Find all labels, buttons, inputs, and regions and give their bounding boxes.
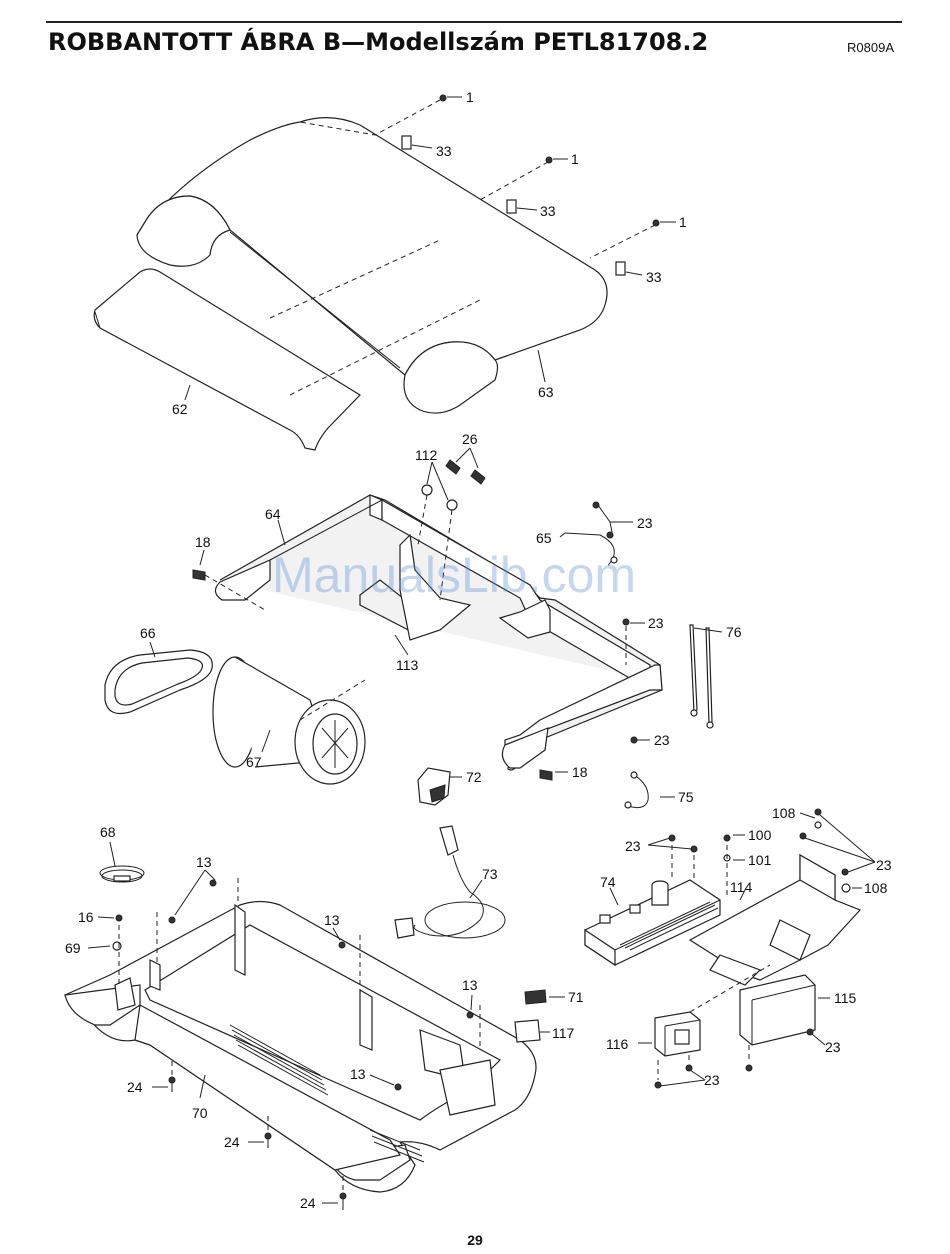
callout-18b: 18 xyxy=(572,764,588,780)
callout-116: 116 xyxy=(606,1036,629,1052)
callout-67: 67 xyxy=(246,754,262,770)
part-70-base xyxy=(65,902,536,1193)
callout-1a: 1 xyxy=(466,89,474,105)
callout-1c: 1 xyxy=(679,214,687,230)
callout-23a: 23 xyxy=(637,515,653,531)
callout-113: 113 xyxy=(396,657,419,673)
callout-100: 100 xyxy=(748,827,772,843)
callout-73: 73 xyxy=(482,866,498,882)
callout-71: 71 xyxy=(568,989,584,1005)
callout-13d: 13 xyxy=(350,1066,366,1082)
callout-13a: 13 xyxy=(196,854,212,870)
part-67-motor xyxy=(213,657,365,784)
callout-74: 74 xyxy=(600,874,616,890)
callout-108b: 108 xyxy=(864,880,888,896)
part-76-cable-ties xyxy=(690,625,713,728)
callout-23b: 23 xyxy=(648,615,664,631)
callout-24a: 24 xyxy=(127,1079,143,1095)
part-72-switch xyxy=(418,768,450,805)
callout-16: 16 xyxy=(78,909,94,925)
callout-62: 62 xyxy=(172,401,188,417)
callout-23g: 23 xyxy=(704,1072,720,1088)
callout-108a: 108 xyxy=(772,805,796,821)
callout-114: 114 xyxy=(730,879,753,895)
part-114-plate xyxy=(690,855,860,985)
part-73-power-cord xyxy=(395,826,505,938)
callout-69: 69 xyxy=(65,940,81,956)
callout-70: 70 xyxy=(192,1105,208,1121)
callout-1b: 1 xyxy=(571,151,579,167)
part-68-wire xyxy=(100,866,144,882)
callout-13c: 13 xyxy=(462,977,478,993)
callout-72: 72 xyxy=(466,769,482,785)
callout-18a: 18 xyxy=(195,534,211,550)
callout-68: 68 xyxy=(100,824,116,840)
part-116-transformer xyxy=(655,1012,700,1056)
callout-33b: 33 xyxy=(540,203,556,219)
callout-101: 101 xyxy=(748,852,772,868)
part-71-117-connectors xyxy=(515,990,546,1042)
callout-66: 66 xyxy=(140,625,156,641)
part-75-wire xyxy=(625,772,648,808)
callout-26: 26 xyxy=(462,431,478,447)
callout-65: 65 xyxy=(536,530,552,546)
callout-33c: 33 xyxy=(646,269,662,285)
callout-24c: 24 xyxy=(300,1195,316,1211)
callout-117: 117 xyxy=(552,1025,575,1041)
callout-23f: 23 xyxy=(825,1039,841,1055)
part-115-box xyxy=(740,975,815,1045)
part-74-controller xyxy=(585,880,720,965)
callout-64: 64 xyxy=(265,506,281,522)
callout-112: 112 xyxy=(415,447,438,463)
callout-75: 75 xyxy=(678,789,694,805)
callout-24b: 24 xyxy=(224,1134,240,1150)
callout-23e: 23 xyxy=(876,857,892,873)
page-number: 29 xyxy=(0,1232,950,1248)
part-66-belt xyxy=(105,650,212,714)
callout-33a: 33 xyxy=(436,143,452,159)
callout-23d: 23 xyxy=(625,838,641,854)
callout-23c: 23 xyxy=(654,732,670,748)
callout-13b: 13 xyxy=(324,912,340,928)
callout-63: 63 xyxy=(538,384,554,400)
callout-76: 76 xyxy=(726,624,742,640)
watermark: ManualsLib.com xyxy=(272,547,636,603)
callout-115: 115 xyxy=(834,990,857,1006)
